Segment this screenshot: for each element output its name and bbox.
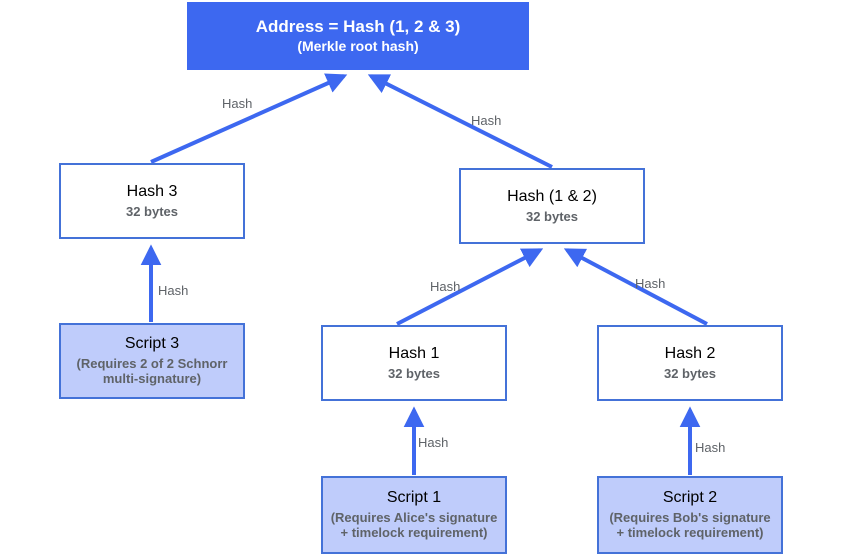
edge-label-script2-to-hash2: Hash [695,440,726,455]
node-script-3-title: Script 3 [124,335,180,353]
node-script-2-subtitle: (Requires Bob's signature + timelock req… [609,510,771,541]
edge-label-hash3-to-root: Hash [222,96,253,111]
node-merkle-root-subtitle: (Merkle root hash) [297,38,419,55]
edge-hash3-to-root [150,73,348,164]
node-hash-2-subtitle: 32 bytes [663,365,717,381]
node-hash-3-title: Hash 3 [126,182,178,200]
edge-label-hash12-to-root: Hash [471,113,502,128]
node-script-3-subtitle: (Requires 2 of 2 Schnorr multi-signature… [76,356,228,387]
node-script-1: Script 1 (Requires Alice's signature + t… [321,476,507,554]
node-hash-1-title: Hash 1 [388,344,440,362]
node-merkle-root-title: Address = Hash (1, 2 & 3) [255,17,461,37]
node-hash-3-subtitle: 32 bytes [125,203,179,219]
node-script-2: Script 2 (Requires Bob's signature + tim… [597,476,783,554]
edge-label-script3-to-hash3: Hash [158,283,189,298]
node-hash-1-and-2: Hash (1 & 2) 32 bytes [459,168,645,244]
node-hash-2-title: Hash 2 [664,344,716,362]
node-script-2-title: Script 2 [662,489,718,507]
node-hash-3: Hash 3 32 bytes [59,163,245,239]
node-merkle-root: Address = Hash (1, 2 & 3) (Merkle root h… [187,2,529,70]
node-hash-1: Hash 1 32 bytes [321,325,507,401]
node-hash-1-subtitle: 32 bytes [387,365,441,381]
edge-hash1-to-hash12 [396,248,544,326]
node-script-3: Script 3 (Requires 2 of 2 Schnorr multi-… [59,323,245,399]
edge-label-hash1-to-hash12: Hash [430,279,461,294]
edge-hash12-to-root [367,74,553,169]
node-script-1-title: Script 1 [386,489,442,507]
node-hash-1-and-2-title: Hash (1 & 2) [507,187,597,205]
node-hash-2: Hash 2 32 bytes [597,325,783,401]
edge-label-script1-to-hash1: Hash [418,435,449,450]
node-hash-1-and-2-subtitle: 32 bytes [525,208,579,224]
edge-hash2-to-hash12 [563,248,708,326]
edge-label-hash2-to-hash12: Hash [635,276,666,291]
node-script-1-subtitle: (Requires Alice's signature + timelock r… [330,510,498,541]
